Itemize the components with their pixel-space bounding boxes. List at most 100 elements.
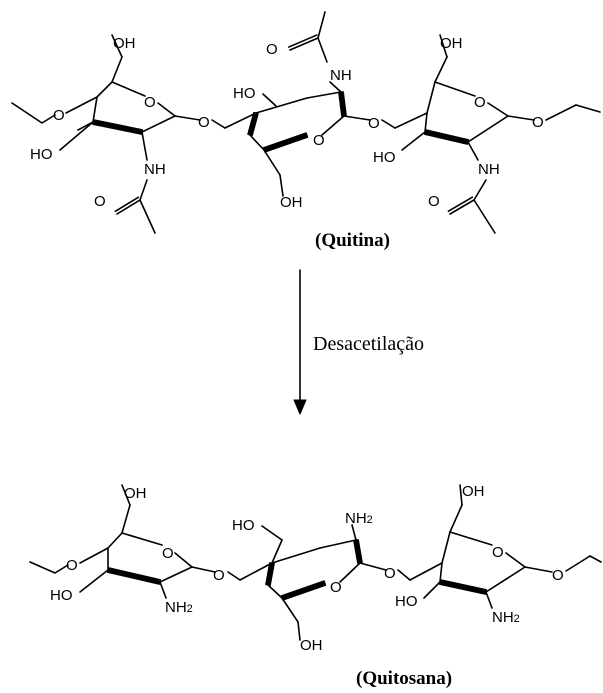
glycosidic-bond bbox=[211, 119, 226, 129]
glycosidic-bond bbox=[343, 115, 371, 121]
chitosan-caption: (Quitosana) bbox=[356, 668, 452, 689]
amide-bond bbox=[317, 37, 328, 63]
carbonyl-bond bbox=[449, 199, 475, 215]
ch2oh-bond bbox=[111, 34, 123, 58]
ch2oh-bond bbox=[281, 597, 299, 623]
reaction-arrow: Desacetilação bbox=[293, 269, 424, 415]
ring1-oxygen: O bbox=[162, 545, 174, 562]
ring-bond bbox=[339, 562, 361, 583]
glycosidic-oxygen-right: O bbox=[532, 114, 544, 131]
glycosidic-bond bbox=[227, 571, 241, 581]
glycosidic-bond bbox=[524, 566, 553, 573]
glycosidic-bond bbox=[359, 562, 387, 571]
oh-bond bbox=[261, 525, 283, 541]
ring1-nh2: NH2 bbox=[165, 599, 193, 616]
ring2-oxygen: O bbox=[313, 132, 325, 149]
carbonyl-bond bbox=[114, 196, 140, 213]
oh-bond bbox=[79, 569, 109, 593]
ring1-ho: HO bbox=[30, 146, 53, 163]
n-bond bbox=[485, 591, 493, 609]
methoxy-chain bbox=[29, 561, 69, 574]
methoxy-chain bbox=[11, 102, 56, 124]
ring-bond bbox=[441, 531, 451, 564]
ring-bond bbox=[157, 102, 176, 117]
ring-bond bbox=[485, 566, 526, 593]
oh-bond bbox=[262, 93, 277, 107]
ring-bond bbox=[467, 115, 509, 143]
carbonyl-bond bbox=[447, 196, 474, 213]
ch2oh-bond bbox=[121, 484, 131, 506]
glycosidic-oxygen-left: O bbox=[53, 107, 65, 124]
ring-bond bbox=[255, 97, 308, 114]
glycosidic-oxygen-left: O bbox=[66, 557, 78, 574]
ring3-front-bond bbox=[438, 579, 488, 595]
ring1-front-bond bbox=[106, 567, 162, 585]
ring2-carbonyl-o: O bbox=[266, 41, 278, 58]
oh-bond bbox=[59, 121, 94, 151]
glycosidic-oxygen-1: O bbox=[213, 567, 225, 584]
ring-bond bbox=[306, 91, 342, 99]
ring2-front-bond bbox=[280, 580, 327, 601]
ring2-oxygen: O bbox=[330, 579, 342, 596]
amide-bond bbox=[473, 179, 487, 201]
ring-bond bbox=[141, 115, 176, 133]
chitin-caption: (Quitina) bbox=[315, 230, 390, 251]
methoxy-chain bbox=[575, 104, 601, 113]
ch2oh-bond bbox=[297, 621, 301, 641]
ch2oh-bond bbox=[439, 34, 448, 58]
glycosidic-bond bbox=[507, 115, 535, 121]
ring-bond bbox=[121, 532, 163, 546]
n-bond bbox=[351, 524, 357, 541]
ring2-bold-bond bbox=[338, 91, 347, 117]
ring1-carbonyl-o: O bbox=[94, 193, 106, 210]
ring-bond bbox=[321, 115, 345, 136]
ring-bond bbox=[434, 81, 476, 97]
glycosidic-oxygen-2: O bbox=[368, 115, 380, 132]
carbonyl-bond bbox=[289, 37, 319, 51]
reaction-label: Desacetilação bbox=[313, 333, 424, 355]
ring3-ch2oh-oh: OH bbox=[440, 35, 463, 52]
ring3-carbonyl-o: O bbox=[428, 193, 440, 210]
ring-bond bbox=[92, 96, 98, 123]
carbonyl-bond bbox=[287, 34, 318, 48]
glycosidic-oxygen-1: O bbox=[198, 114, 210, 131]
n-bond bbox=[329, 81, 342, 93]
ring3-nh2: NH2 bbox=[492, 609, 520, 626]
ring-bond bbox=[449, 531, 493, 546]
ring2-ch2oh-oh: OH bbox=[280, 194, 303, 211]
subscript-2: 2 bbox=[187, 603, 193, 615]
ring-bond bbox=[487, 102, 509, 117]
ch2oh-bond bbox=[449, 504, 463, 533]
ring3-ch2oh-oh: OH bbox=[462, 483, 485, 500]
methoxy-chain bbox=[545, 104, 577, 121]
ring1-ho: HO bbox=[50, 587, 73, 604]
ring-bond bbox=[409, 562, 443, 581]
ring-bond bbox=[271, 547, 321, 564]
ring2-ch2oh-oh: OH bbox=[300, 637, 323, 654]
subscript-2: 2 bbox=[514, 613, 520, 625]
ch2oh-bond bbox=[111, 56, 123, 83]
ring2-bold-bond bbox=[353, 539, 363, 564]
ring1-oxygen: O bbox=[144, 94, 156, 111]
ring2-nh: NH bbox=[330, 67, 352, 84]
ring-bond bbox=[394, 112, 428, 129]
ring-bond bbox=[267, 584, 283, 599]
glycosidic-bond bbox=[174, 115, 201, 121]
ring1-nh: NH bbox=[144, 161, 166, 178]
carbonyl-bond bbox=[116, 199, 141, 215]
ring3-oxygen: O bbox=[492, 544, 504, 561]
methyl-bond bbox=[473, 199, 496, 234]
ring2-front-bond bbox=[262, 132, 309, 153]
methoxy-chain bbox=[589, 555, 602, 563]
arrow-head bbox=[293, 399, 307, 415]
ring2-nh2: NH2 bbox=[345, 510, 373, 527]
ch2oh-bond bbox=[434, 56, 448, 83]
oh-bond bbox=[401, 131, 426, 151]
n-bond bbox=[159, 581, 167, 599]
ring1-ch2oh-oh: OH bbox=[113, 35, 136, 52]
ring1-front-bond bbox=[92, 119, 143, 135]
subscript-2: 2 bbox=[367, 514, 373, 526]
